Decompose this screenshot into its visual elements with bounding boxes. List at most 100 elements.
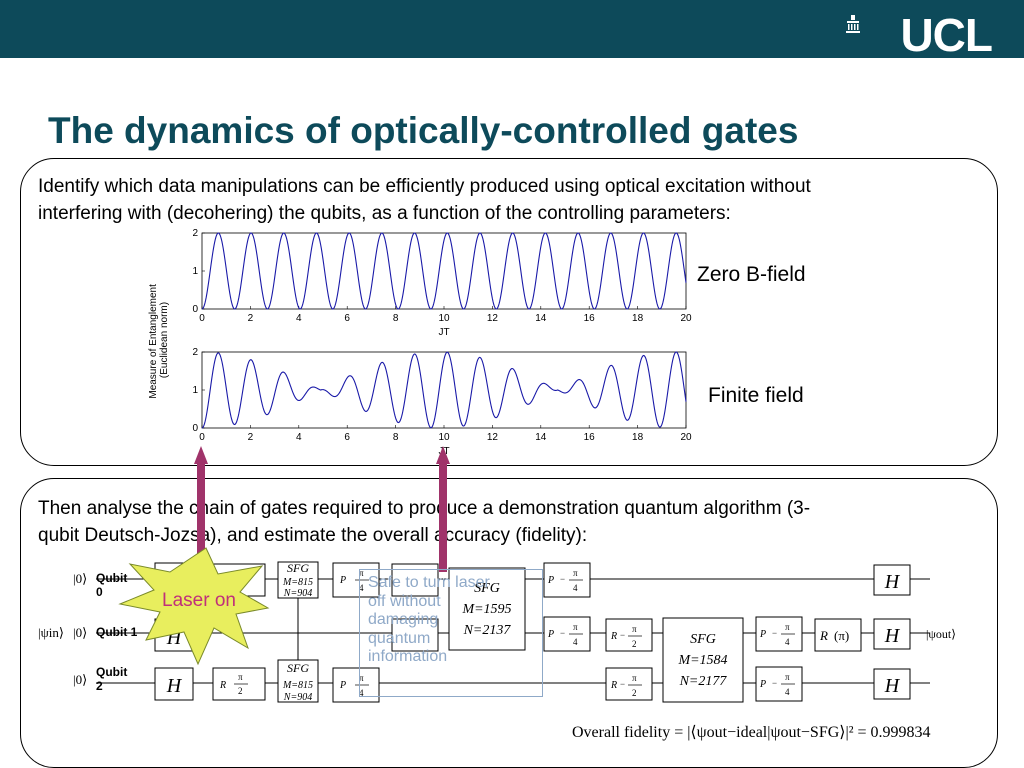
h-gate: H: [873, 618, 911, 650]
svg-text:π: π: [632, 673, 637, 683]
x-tick-label: 18: [632, 313, 644, 324]
svg-text:π: π: [359, 568, 364, 578]
x-tick-label: 0: [199, 432, 205, 443]
rz-pi-gate: R (π): [814, 618, 862, 652]
svg-text:−: −: [560, 628, 565, 638]
x-tick-label: 4: [296, 432, 302, 443]
svg-text:R: R: [610, 680, 617, 691]
y-tick-label: 0: [192, 304, 198, 315]
zero-field-label: Zero B-field: [697, 263, 806, 286]
entanglement-curve: [201, 232, 687, 310]
x-tick-label: 0: [199, 313, 205, 324]
svg-text:SFG: SFG: [690, 632, 716, 647]
y-axis-label-line1: Measure of Entanglement: [148, 284, 159, 399]
svg-text:−: −: [620, 679, 625, 689]
svg-text:2: 2: [238, 686, 243, 696]
laser-arrow-right: [436, 446, 450, 572]
rz-gate: [391, 618, 439, 652]
overall-fidelity: Overall fidelity = |⟨ψout−ideal|ψout−SFG…: [572, 722, 931, 742]
rz-gate: R − π 2: [605, 667, 653, 701]
y-axis-label: Measure of Entanglement (Euclidean norm): [148, 281, 170, 398]
svg-text:2: 2: [632, 688, 637, 698]
y-axis-label-line2: (Euclidean norm): [159, 302, 170, 378]
qubit0-ket: |0⟩: [73, 571, 88, 586]
x-tick-label: 6: [344, 432, 350, 443]
h-gate: H: [873, 564, 911, 596]
x-tick-label: 10: [438, 313, 450, 324]
x-tick-label: 16: [584, 432, 596, 443]
svg-text:N=904: N=904: [283, 692, 312, 703]
svg-text:P: P: [339, 575, 346, 586]
intro-text-line1: Identify which data manipulations can be…: [38, 176, 811, 197]
x-tick-label: 12: [487, 432, 499, 443]
svg-text:4: 4: [359, 583, 364, 593]
x-axis-label: JT: [438, 327, 449, 338]
svg-text:(π): (π): [834, 628, 849, 643]
laser-on-burst: Laser on: [118, 547, 270, 666]
laser-arrow-left: [194, 446, 208, 572]
svg-text:M=1595: M=1595: [461, 602, 511, 617]
h-gate: H: [154, 667, 194, 701]
svg-text:M=815: M=815: [282, 577, 313, 588]
fidelity-label: Overall fidelity: [572, 724, 671, 741]
svg-text:R: R: [219, 680, 226, 691]
x-tick-label: 16: [584, 313, 596, 324]
y-tick-label: 1: [192, 385, 198, 396]
rz-gate: R − π 2: [605, 618, 653, 652]
svg-text:Laser on: Laser on: [162, 590, 236, 611]
plot-frame: [201, 232, 687, 310]
x-tick-label: 4: [296, 313, 302, 324]
svg-text:π: π: [238, 672, 243, 682]
finite-field-label: Finite field: [708, 384, 804, 407]
svg-text:H: H: [166, 675, 183, 697]
svg-text:N=904: N=904: [283, 588, 312, 599]
h-gate: H: [873, 668, 911, 700]
phase-gate: P − π 4: [755, 666, 803, 702]
svg-text:4: 4: [785, 637, 790, 647]
svg-text:−: −: [560, 574, 565, 584]
x-tick-label: 18: [632, 432, 644, 443]
svg-text:M=1584: M=1584: [677, 653, 727, 668]
svg-text:P: P: [547, 629, 554, 640]
x-tick-label: 6: [344, 313, 350, 324]
svg-text:4: 4: [573, 583, 578, 593]
qubit1-label: Qubit 1: [96, 625, 138, 639]
x-tick-label: 8: [393, 432, 399, 443]
y-tick-label: 2: [192, 347, 198, 358]
intro-text-line2: interfering with (decohering) the qubits…: [38, 203, 731, 224]
qubit1-ket: |0⟩: [73, 625, 88, 640]
svg-text:4: 4: [359, 688, 364, 698]
svg-text:π: π: [359, 673, 364, 683]
x-tick-label: 12: [487, 313, 499, 324]
svg-text:N=2177: N=2177: [679, 674, 728, 689]
phase-gate: P − π 4: [543, 562, 591, 598]
fidelity-expression: = |⟨ψout−ideal|ψout−SFG⟩|² = 0.999834: [674, 724, 931, 741]
svg-text:π: π: [785, 622, 790, 632]
ucl-portico-icon: [846, 15, 860, 33]
sfg-gate-small: SFG M=815 N=904: [277, 561, 319, 599]
svg-text:SFG: SFG: [474, 581, 500, 596]
svg-text:π: π: [785, 672, 790, 682]
x-tick-label: 2: [248, 313, 254, 324]
sfg-gate-big: SFG M=1584 N=2177: [662, 617, 744, 703]
svg-text:SFG: SFG: [287, 561, 309, 575]
phase-gate: P π 4: [332, 562, 380, 598]
svg-text:−: −: [620, 630, 625, 640]
ucl-logo: UCL: [900, 9, 993, 61]
svg-text:−: −: [772, 678, 777, 688]
svg-text:R: R: [610, 631, 617, 642]
svg-text:P: P: [759, 629, 766, 640]
svg-text:2: 2: [632, 639, 637, 649]
svg-text:4: 4: [573, 637, 578, 647]
x-tick-label: 10: [438, 432, 450, 443]
svg-text:P: P: [339, 680, 346, 691]
analysis-text-line1: Then analyse the chain of gates required…: [38, 498, 811, 519]
svg-text:4: 4: [785, 687, 790, 697]
qubit1-input-state: |ψin⟩: [38, 625, 64, 640]
svg-text:P: P: [547, 575, 554, 586]
